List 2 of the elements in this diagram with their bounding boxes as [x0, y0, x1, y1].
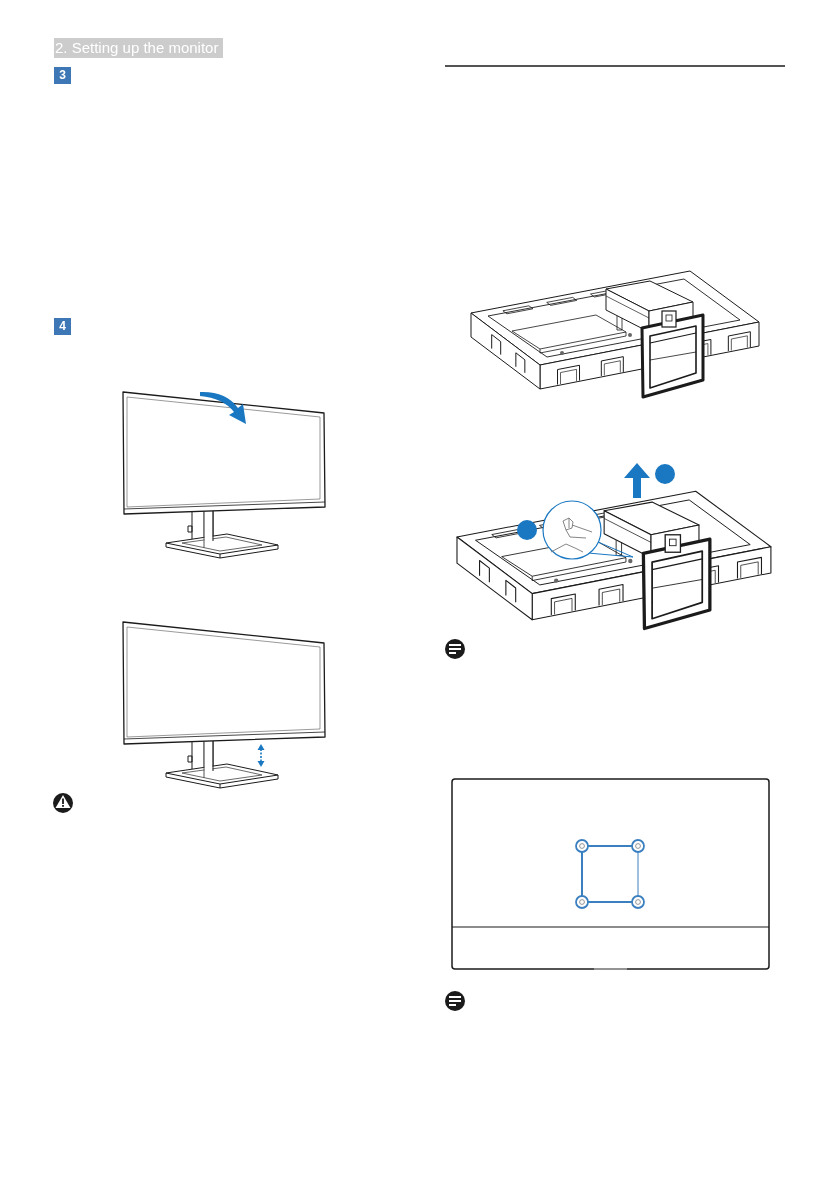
step-number: 3 — [54, 67, 71, 84]
step-number: 4 — [54, 318, 71, 335]
